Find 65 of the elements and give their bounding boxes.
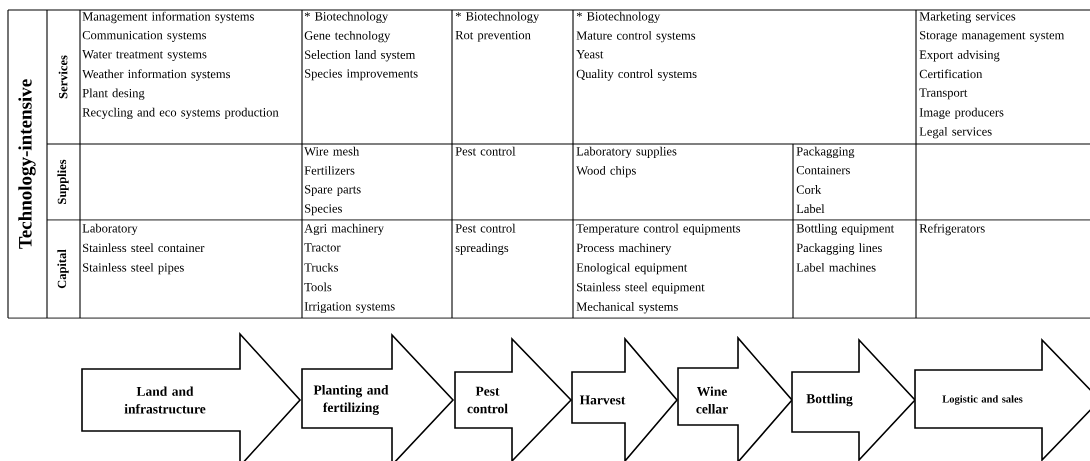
cell-text: Yeast bbox=[576, 50, 604, 59]
cell-text: Stainless steel container bbox=[83, 243, 205, 253]
cell-text: Transport bbox=[919, 88, 968, 100]
row-header: Supplies bbox=[57, 159, 69, 204]
cell-text: Pest control bbox=[455, 146, 516, 156]
cell-text: Refrigerators bbox=[919, 223, 985, 236]
cell-text: Label machines bbox=[796, 262, 876, 272]
cell-text: Marketing services bbox=[919, 11, 1016, 24]
cell-text: Agri machinery bbox=[304, 223, 384, 236]
process-step: Harvest bbox=[571, 336, 679, 461]
cell-text: Fertilizers bbox=[304, 165, 355, 175]
cell-text: * Biotechnology bbox=[455, 11, 540, 24]
cell-text: Stainless steel pipes bbox=[83, 262, 184, 275]
cell-text: Gene technology bbox=[304, 30, 391, 43]
process-step: Planting and fertilizing bbox=[301, 332, 455, 461]
cell-text: Species improvements bbox=[305, 69, 418, 81]
cell-text: Legal services bbox=[919, 126, 992, 139]
cell-text: Temperature control equipments bbox=[576, 223, 741, 236]
cell-text: Cork bbox=[796, 185, 822, 194]
process-step: Pest control bbox=[454, 337, 573, 461]
cell-text: Certification bbox=[919, 69, 983, 79]
process-step: Land and infrastructure bbox=[81, 331, 302, 461]
cell-text: Pest control spreadings bbox=[455, 223, 516, 255]
cell-text: Stainless steel equipment bbox=[577, 282, 705, 294]
cell-text: Process machinery bbox=[576, 243, 672, 255]
cell-text: Storage management system bbox=[920, 30, 1065, 42]
cell-text: Trucks bbox=[304, 262, 338, 272]
cell-text: Mechanical systems bbox=[576, 302, 678, 314]
cell-text: Selection land system bbox=[305, 50, 416, 62]
cell-text: Tractor bbox=[304, 243, 341, 252]
process-step: Wine cellar bbox=[677, 335, 794, 461]
row-header: Capital bbox=[57, 249, 69, 289]
process-step: Logistic and sales bbox=[914, 338, 1090, 461]
cell-text: Quality control systems bbox=[576, 69, 697, 81]
cell-text: Spare parts bbox=[305, 185, 361, 197]
cell-text: Enological equipment bbox=[576, 262, 688, 275]
node-label: Bottling bbox=[806, 393, 853, 407]
cell-text: Wood chips bbox=[576, 165, 636, 178]
cell-text: Laboratory bbox=[82, 223, 138, 236]
cell-text: Irrigation systems bbox=[304, 302, 395, 314]
cell-text: * Biotechnology bbox=[304, 11, 389, 24]
cell-text: Tools bbox=[304, 282, 332, 292]
cell-text: Mature control systems bbox=[576, 30, 696, 43]
cell-text: Rot prevention bbox=[455, 30, 531, 42]
cell-text: Containers bbox=[796, 165, 850, 175]
cell-text: Label bbox=[796, 204, 825, 214]
cell-text: Bottling equipment bbox=[796, 223, 895, 236]
side-heading: Technology-intensive bbox=[18, 79, 36, 249]
cell-text: Communication systems bbox=[82, 30, 207, 42]
cell-text: Packagging lines bbox=[796, 243, 882, 255]
process-step: Bottling bbox=[791, 337, 917, 461]
cell-text: Wire mesh bbox=[304, 146, 360, 156]
cell-text: Weather information systems bbox=[82, 69, 230, 81]
cell-text: Image producers bbox=[919, 107, 1004, 120]
node-label: Logistic and sales bbox=[942, 395, 1023, 405]
cell-text: * Biotechnology bbox=[576, 11, 661, 24]
cell-text: Packagging bbox=[796, 146, 855, 159]
cell-text: Plant desing bbox=[82, 88, 145, 100]
row-header: Services bbox=[58, 55, 68, 99]
cell-text: Export advising bbox=[919, 50, 1000, 62]
cell-text: Recycling and eco systems production bbox=[82, 107, 279, 120]
cell-text: Laboratory supplies bbox=[576, 146, 677, 159]
cell-text: Management information systems bbox=[82, 11, 254, 24]
cell-text: Species bbox=[305, 204, 342, 216]
cell-text: Water treatment systems bbox=[82, 50, 207, 61]
